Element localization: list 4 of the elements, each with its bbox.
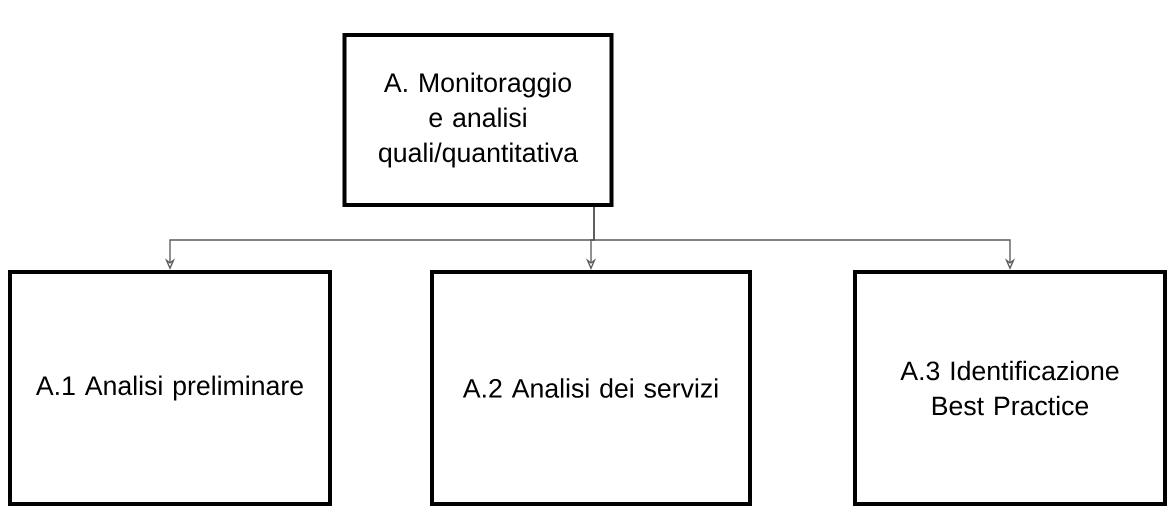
- process-box: A.3 Identificazione Best Practice: [853, 270, 1167, 506]
- process-box: A.1 Analisi preliminare: [8, 270, 332, 506]
- process-box: A. Monitoraggio e analisi quali/quantitativa: [342, 33, 614, 207]
- process-box: A.2 Analisi dei servizi: [430, 270, 752, 506]
